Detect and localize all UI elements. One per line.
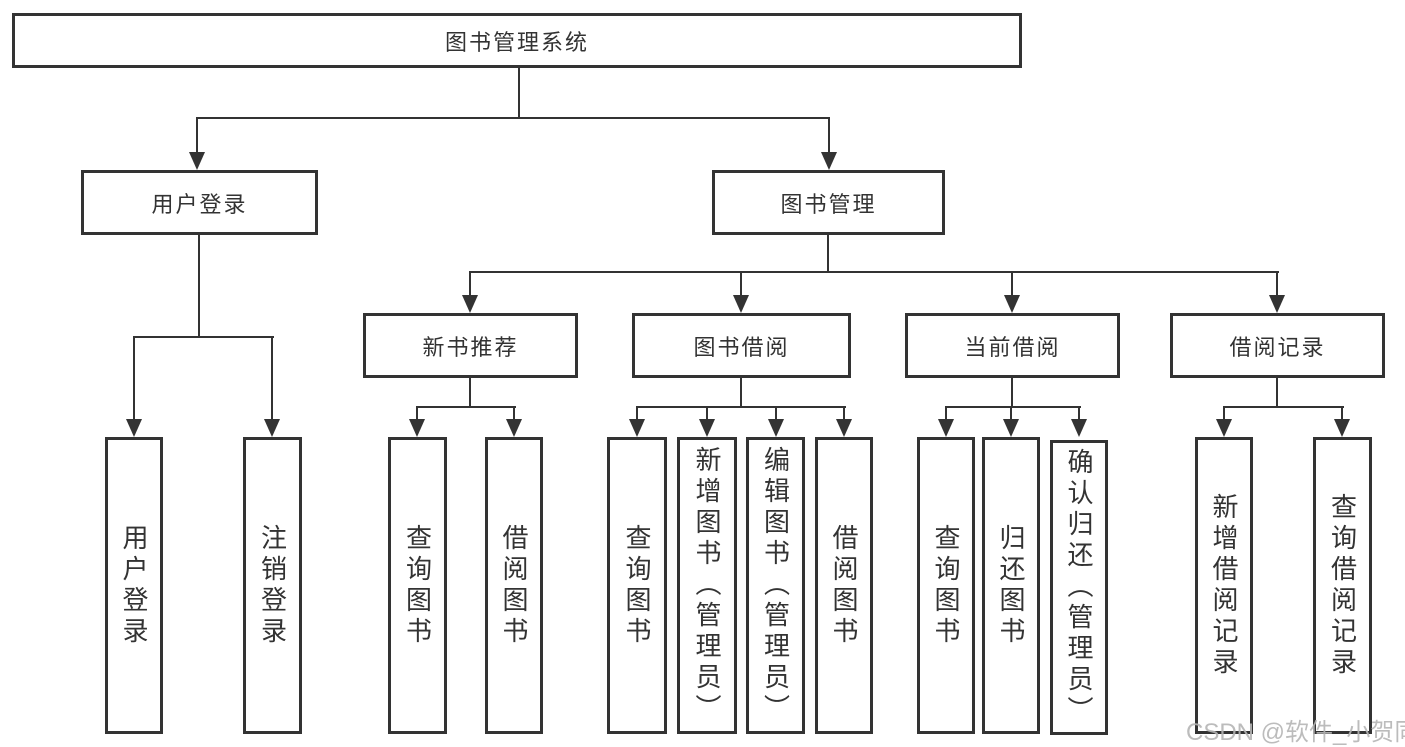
leaf-newbook-query: 查询图书 — [388, 437, 447, 734]
arrowhead-current-query — [938, 419, 954, 437]
leaf-user-login-label: 用户登录 — [119, 523, 149, 648]
arrowhead-borrow-add — [699, 419, 715, 437]
connector-book-borrow-stem — [740, 376, 742, 408]
connector-to-login-leaf — [133, 336, 135, 419]
connector-to-current-return — [1010, 406, 1012, 420]
connector-borrow-records-bar — [1223, 406, 1344, 408]
node-book-management: 图书管理 — [712, 170, 945, 235]
leaf-borrow-edit-label: 编辑图书（管理员） — [760, 446, 791, 725]
node-user-login-label: 用户登录 — [151, 191, 248, 217]
watermark: CSDN @软件_小贺同学 — [1186, 719, 1405, 746]
connector-to-logout-leaf — [271, 336, 273, 419]
leaf-records-query-label: 查询借阅记录 — [1327, 492, 1358, 679]
node-root-label: 图书管理系统 — [444, 29, 589, 55]
arrowhead-login-leaf — [126, 419, 142, 437]
arrowhead-records-query — [1334, 419, 1350, 437]
leaf-borrow-add-label: 新增图书（管理员） — [692, 446, 722, 725]
connector-to-borrow-add — [706, 406, 708, 420]
leaf-current-return: 归还图书 — [982, 437, 1040, 734]
node-borrow-records-label: 借阅记录 — [1229, 334, 1326, 360]
connector-to-current-confirm — [1078, 406, 1080, 420]
leaf-newbook-borrow-label: 借阅图书 — [499, 523, 529, 648]
arrowhead-book-management — [821, 152, 837, 170]
connector-to-borrow-records — [1276, 271, 1278, 297]
connector-current-borrow-bar — [945, 406, 1081, 408]
connector-to-new-book — [469, 271, 471, 297]
connector-to-user-login — [196, 117, 198, 153]
connector-to-current-query — [945, 406, 947, 420]
connector-book-management-stem — [827, 233, 829, 273]
node-book-borrow: 图书借阅 — [632, 313, 851, 378]
connector-to-newbook-borrow — [513, 406, 515, 420]
arrowhead-borrow-query — [629, 419, 645, 437]
leaf-borrow-query-label: 查询图书 — [622, 523, 652, 648]
connector-to-borrow-edit — [775, 406, 777, 420]
arrowhead-records-add — [1216, 419, 1232, 437]
leaf-borrow-add: 新增图书（管理员） — [677, 437, 737, 734]
leaf-borrow-edit: 编辑图书（管理员） — [746, 437, 805, 734]
arrowhead-user-login — [189, 152, 205, 170]
leaf-borrow-query: 查询图书 — [607, 437, 667, 734]
connector-to-book-borrow — [740, 271, 742, 297]
arrowhead-newbook-query — [409, 419, 425, 437]
leaf-borrow-borrow-label: 借阅图书 — [829, 523, 859, 648]
arrowhead-current-confirm — [1071, 419, 1087, 437]
arrowhead-book-borrow — [733, 295, 749, 313]
leaf-current-return-label: 归还图书 — [996, 523, 1026, 648]
node-root: 图书管理系统 — [12, 13, 1022, 68]
arrowhead-borrow-edit — [768, 419, 784, 437]
connector-book-borrow-bar — [636, 406, 846, 408]
connector-root-stem — [518, 66, 520, 118]
node-new-book-label: 新书推荐 — [422, 334, 519, 360]
leaf-records-add-label: 新增借阅记录 — [1209, 492, 1239, 679]
node-book-management-label: 图书管理 — [780, 191, 877, 217]
connector-to-records-add — [1223, 406, 1225, 420]
connector-to-borrow-query — [636, 406, 638, 420]
leaf-logout: 注销登录 — [243, 437, 302, 734]
leaf-current-confirm: 确认归还（管理员） — [1050, 440, 1108, 735]
node-book-borrow-label: 图书借阅 — [693, 334, 790, 360]
leaf-current-query-label: 查询图书 — [931, 523, 961, 648]
connector-to-records-query — [1341, 406, 1343, 420]
connector-to-current-borrow — [1011, 271, 1013, 297]
leaf-logout-label: 注销登录 — [257, 523, 288, 648]
leaf-borrow-borrow: 借阅图书 — [815, 437, 873, 734]
leaf-records-add: 新增借阅记录 — [1195, 437, 1253, 734]
connector-new-book-bar — [416, 406, 516, 408]
node-user-login: 用户登录 — [81, 170, 318, 235]
leaf-records-query: 查询借阅记录 — [1313, 437, 1372, 734]
connector-book-management-bar — [469, 271, 1279, 273]
connector-current-borrow-stem — [1011, 376, 1013, 408]
arrowhead-newbook-borrow — [506, 419, 522, 437]
arrowhead-borrow-records — [1269, 295, 1285, 313]
leaf-newbook-query-label: 查询图书 — [402, 523, 433, 648]
leaf-newbook-borrow: 借阅图书 — [485, 437, 543, 734]
node-new-book: 新书推荐 — [363, 313, 578, 378]
connector-user-login-bar — [133, 336, 274, 338]
node-borrow-records: 借阅记录 — [1170, 313, 1385, 378]
connector-borrow-records-stem — [1276, 376, 1278, 408]
leaf-current-confirm-label: 确认归还（管理员） — [1064, 448, 1094, 727]
arrowhead-current-borrow — [1004, 295, 1020, 313]
arrowhead-borrow-borrow — [836, 419, 852, 437]
leaf-user-login: 用户登录 — [105, 437, 163, 734]
arrowhead-new-book — [462, 295, 478, 313]
connector-to-book-management — [828, 117, 830, 153]
node-current-borrow: 当前借阅 — [905, 313, 1120, 378]
leaf-current-query: 查询图书 — [917, 437, 975, 734]
connector-root-bar — [196, 117, 830, 119]
connector-user-login-stem — [198, 233, 200, 338]
connector-to-borrow-borrow — [843, 406, 845, 420]
connector-new-book-stem — [469, 376, 471, 408]
arrowhead-current-return — [1003, 419, 1019, 437]
arrowhead-logout-leaf — [264, 419, 280, 437]
node-current-borrow-label: 当前借阅 — [964, 334, 1061, 360]
connector-to-newbook-query — [416, 406, 418, 420]
